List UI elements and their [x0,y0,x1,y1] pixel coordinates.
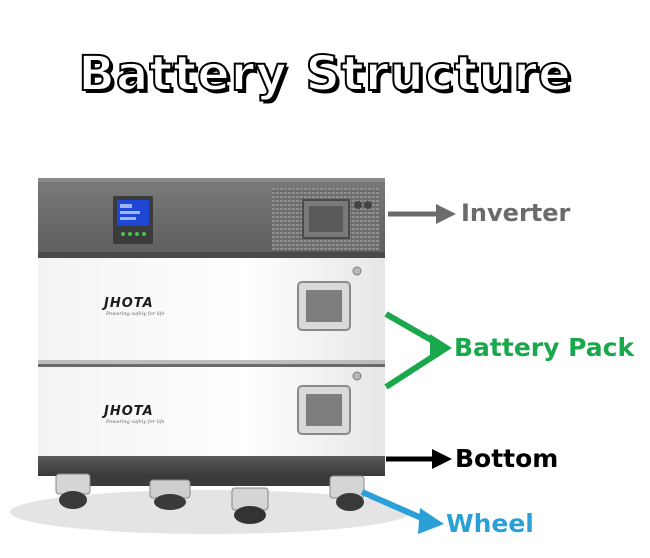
battery-pack-label: Battery Pack [454,333,635,362]
bottom-label: Bottom [455,444,559,473]
battery-pack-lower [38,364,385,458]
battery-pack-upper [38,258,385,364]
floor-shadow [10,490,410,534]
display-screen-icon [113,196,153,244]
bottom-base [38,456,385,486]
inverter-label: Inverter [461,199,571,227]
brand-logo-lower: JHOTA [104,404,154,419]
brand-tagline-upper: Powering safely for life [106,311,165,317]
arrow-right-icon [360,204,456,534]
diagram-title: Battery Structure [77,45,572,103]
brand-logo-upper: JHOTA [104,296,154,311]
caster-wheel-icon [55,473,365,524]
inverter-module [38,178,385,258]
brand-tagline-lower: Powering safely for life [106,419,165,425]
wheel-label: Wheel [446,509,534,538]
vent-grille-icon [272,188,380,250]
